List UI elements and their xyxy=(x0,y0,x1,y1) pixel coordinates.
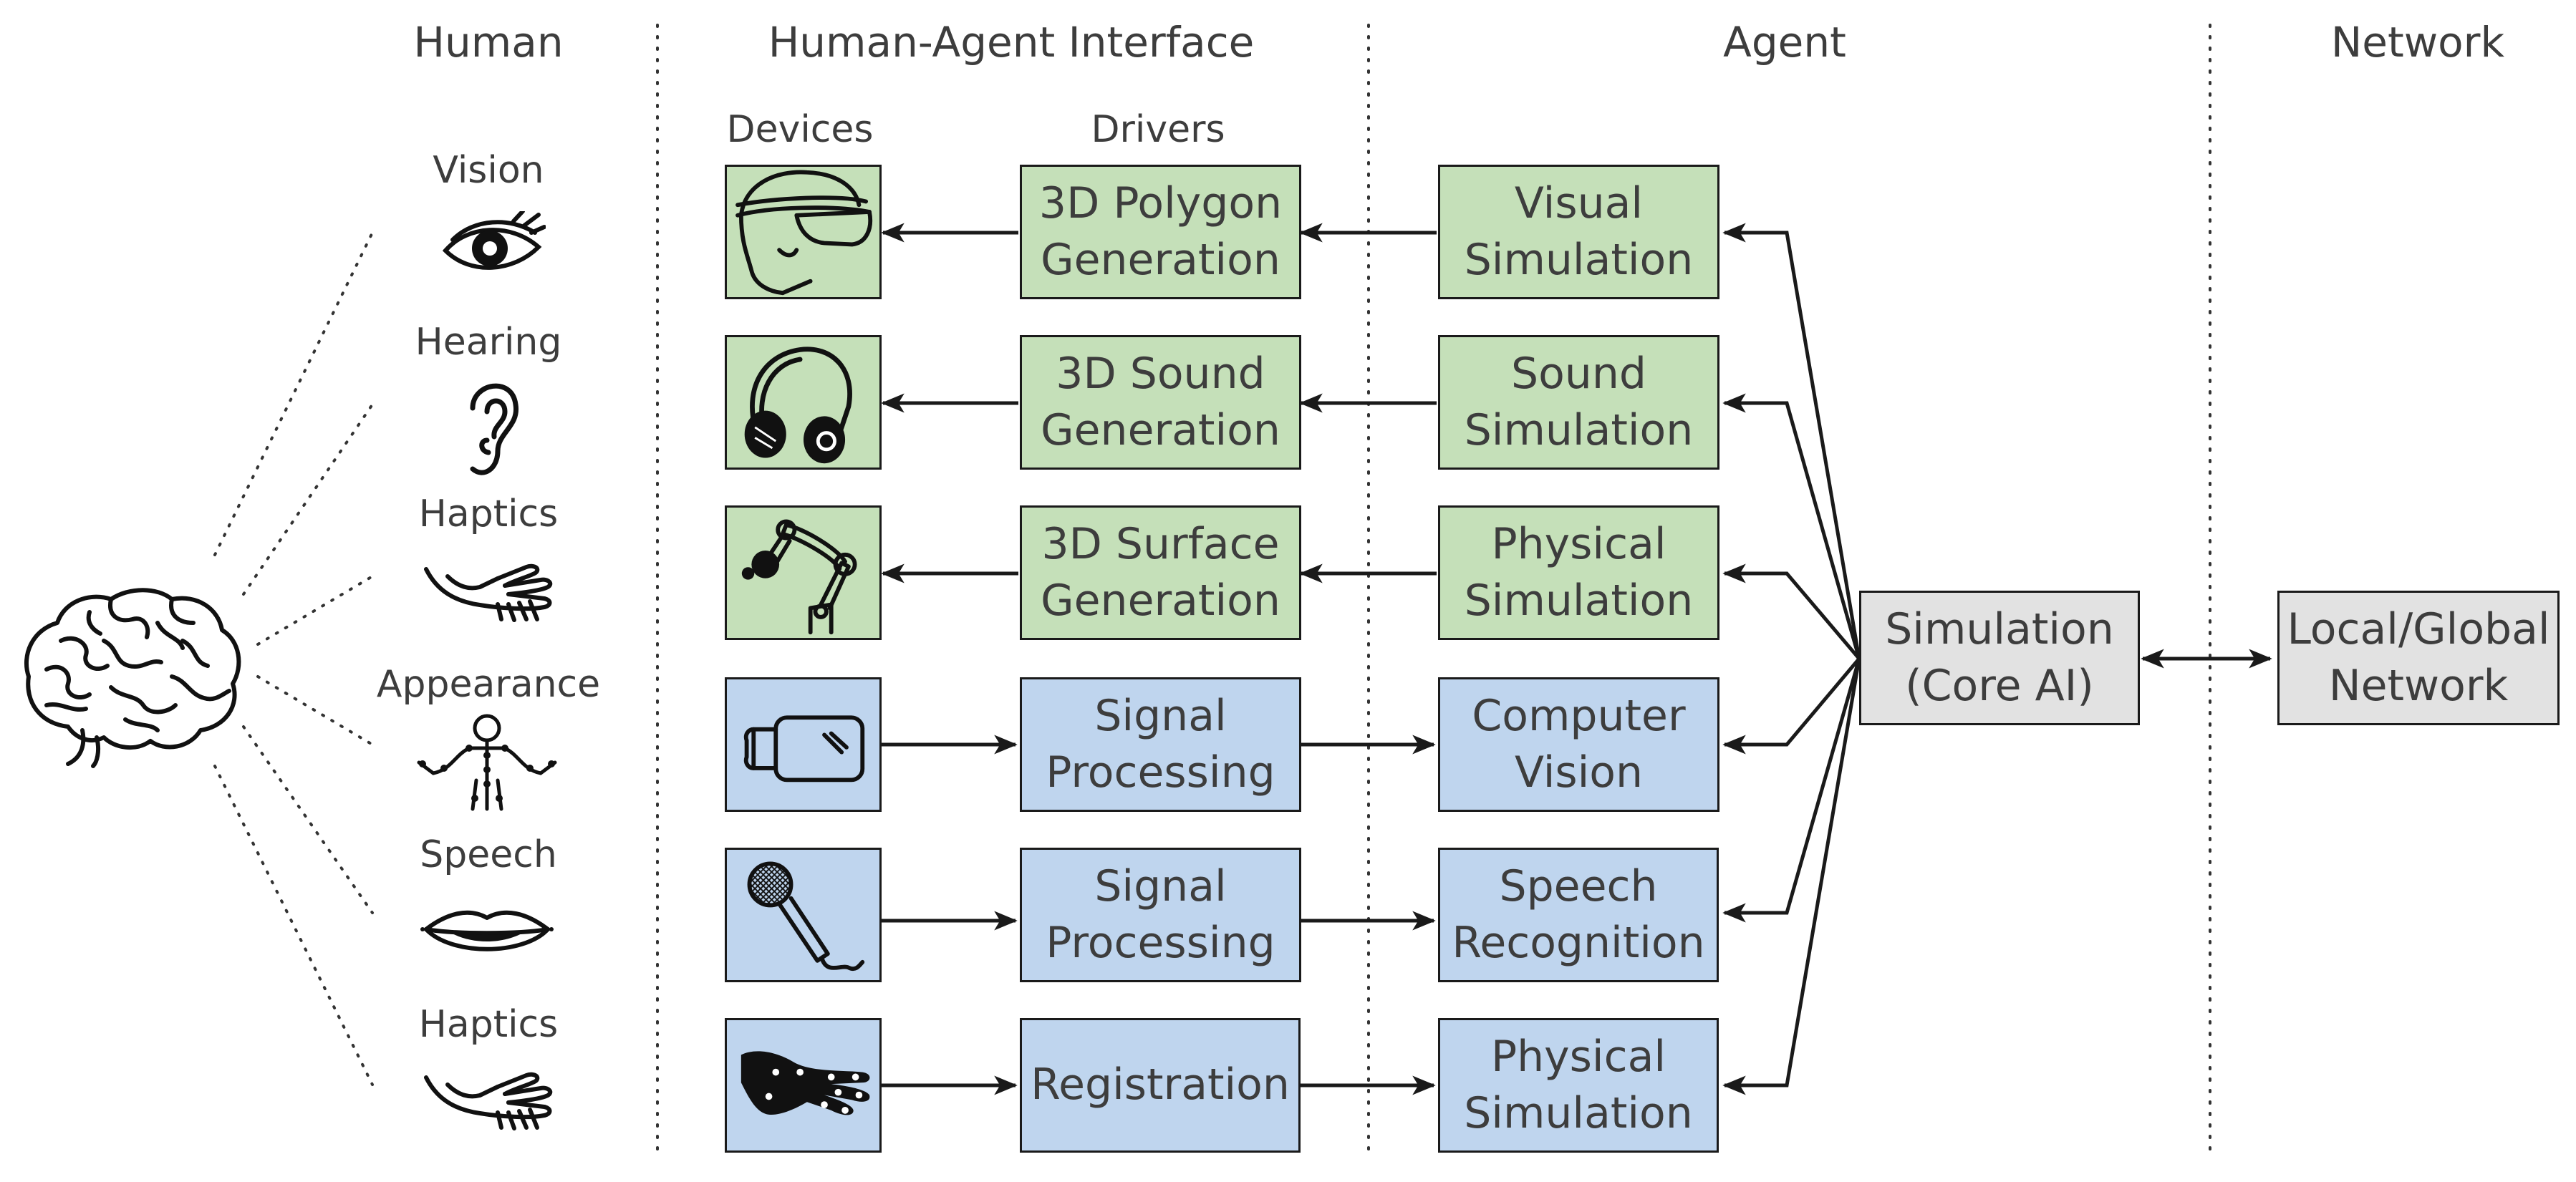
arrow-core-speech xyxy=(1722,658,1861,923)
data-glove-icon xyxy=(741,1051,870,1115)
driver-3d-sound-generation: 3D Sound Generation xyxy=(1020,335,1301,470)
column-header-interface: Human-Agent Interface xyxy=(768,18,1255,67)
arrow-core-vision xyxy=(1722,657,1861,755)
driver-signal-processing-speech: Signal Processing xyxy=(1020,848,1301,982)
driver-label: 3D Sound Generation xyxy=(1041,348,1280,455)
device-microphone xyxy=(725,848,882,982)
driver-3d-surface-generation: 3D Surface Generation xyxy=(1020,505,1301,640)
figure-icon xyxy=(417,714,557,811)
agent-module-label: Visual Simulation xyxy=(1464,178,1694,285)
eye-icon xyxy=(442,211,546,270)
device-camera xyxy=(725,677,882,812)
core-label: Simulation (Core AI) xyxy=(1885,604,2114,711)
subheader-drivers: Drivers xyxy=(1091,108,1225,151)
driver-signal-processing-vision: Signal Processing xyxy=(1020,677,1301,812)
device-data-glove xyxy=(725,1018,882,1153)
arrow-core-physical-2 xyxy=(1722,658,1861,1095)
sense-label-hearing: Hearing xyxy=(415,321,562,364)
column-header-agent: Agent xyxy=(1723,18,1846,67)
hand-icon xyxy=(424,563,553,622)
brain-icon xyxy=(24,588,241,768)
device-vr-headset xyxy=(725,165,882,299)
agent-sound-simulation: Sound Simulation xyxy=(1438,335,1719,470)
brain-sense-links xyxy=(213,231,374,1086)
lips-icon xyxy=(420,910,554,951)
subheader-devices: Devices xyxy=(726,108,874,151)
device-robot-arm xyxy=(725,505,882,640)
agent-speech-recognition: Speech Recognition xyxy=(1438,848,1719,982)
agent-module-label: Physical Simulation xyxy=(1464,1031,1693,1138)
sense-label-vision: Vision xyxy=(433,149,544,192)
core-ai-simulation: Simulation (Core AI) xyxy=(1859,591,2140,725)
driver-registration: Registration xyxy=(1020,1018,1301,1153)
network-node: Local/Global Network xyxy=(2277,591,2560,725)
arrow-core-physical xyxy=(1722,563,1861,660)
driver-label: 3D Polygon Generation xyxy=(1038,178,1283,285)
flow-arrows xyxy=(880,223,2272,1095)
driver-label: Signal Processing xyxy=(1046,861,1275,968)
agent-module-label: Physical Simulation xyxy=(1464,518,1694,626)
column-separators xyxy=(656,24,2211,1154)
driver-3d-polygon-generation: 3D Polygon Generation xyxy=(1020,165,1301,299)
sense-label-speech: Speech xyxy=(420,833,557,876)
microphone-icon xyxy=(747,861,865,972)
driver-label: Signal Processing xyxy=(1046,690,1275,798)
agent-computer-vision: Computer Vision xyxy=(1438,677,1719,812)
agent-physical-simulation-haptic: Physical Simulation xyxy=(1438,1018,1719,1153)
camera-icon xyxy=(743,715,865,783)
driver-label: Registration xyxy=(1031,1060,1290,1110)
sense-label-appearance: Appearance xyxy=(376,663,601,706)
agent-visual-simulation: Visual Simulation xyxy=(1438,165,1719,299)
hand-icon xyxy=(424,1072,553,1130)
sense-label-haptics-2: Haptics xyxy=(418,1003,559,1046)
robot-arm-icon xyxy=(741,519,857,635)
arrow-core-visual xyxy=(1722,223,1861,659)
ear-icon xyxy=(470,383,519,475)
agent-module-label: Sound Simulation xyxy=(1464,348,1694,455)
device-headphones xyxy=(725,335,882,470)
agent-module-label: Speech Recognition xyxy=(1452,861,1705,968)
driver-label: 3D Surface Generation xyxy=(1041,518,1280,626)
sense-label-haptics: Haptics xyxy=(418,493,559,536)
arrow-core-sound xyxy=(1722,393,1861,659)
column-header-human: Human xyxy=(413,18,564,67)
vr-headset-icon xyxy=(735,170,872,296)
agent-module-label: Computer Vision xyxy=(1472,690,1686,798)
headphones-icon xyxy=(744,347,852,464)
column-header-network: Network xyxy=(2330,18,2505,67)
network-label: Local/Global Network xyxy=(2287,604,2550,711)
agent-physical-simulation: Physical Simulation xyxy=(1438,505,1719,640)
